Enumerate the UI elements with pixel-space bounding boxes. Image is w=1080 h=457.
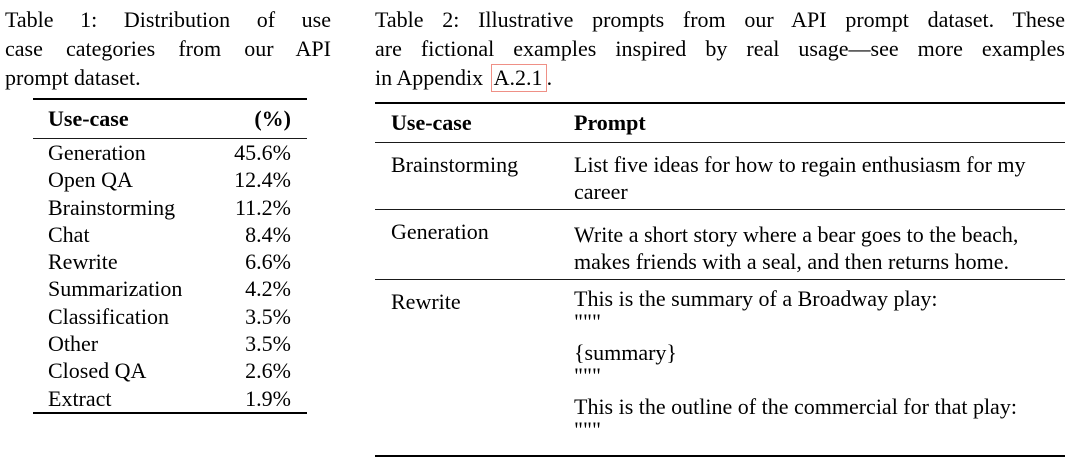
usecase-percent: 8.4%	[245, 221, 291, 247]
table-row: Brainstorming List five ideas for how to…	[375, 143, 1065, 209]
usecase-label: Brainstorming	[391, 152, 519, 177]
caption-text: in Appendix	[375, 65, 489, 90]
table1-caption-line: Table 1: Distribution of use	[5, 7, 331, 32]
table2-mid-rule	[375, 142, 1065, 143]
table1-bottom-rule	[33, 411, 307, 414]
table-row: Brainstorming 11.2%	[33, 194, 307, 221]
table2-top-rule	[375, 102, 1065, 104]
table2-header-prompt: Prompt	[574, 110, 646, 135]
usecase-percent: 11.2%	[234, 194, 291, 220]
table2-caption-line: Table 2: Illustrative prompts from our A…	[375, 7, 1065, 32]
caption-text: .	[546, 65, 553, 90]
table-row: Open QA 12.4%	[33, 166, 307, 193]
prompt-cell: This is the summary of a Broadway play: …	[574, 286, 1065, 442]
usecase-percent: 3.5%	[245, 303, 291, 329]
table2-header-row: Use-case Prompt	[375, 104, 1065, 142]
table2-block: Table 2: Illustrative prompts from our A…	[375, 5, 1065, 457]
prompt-cell: Write a short story where a bear goes to…	[574, 218, 1065, 275]
usecase-label: Generation	[391, 219, 489, 244]
usecase-percent: 4.2%	[245, 276, 291, 302]
table-row: Chat 8.4%	[33, 221, 307, 248]
prompt-text: This is the summary of a Broadway play: …	[574, 286, 938, 334]
table2-header-usecase: Use-case	[391, 110, 472, 135]
table1-header-row: Use-case (%)	[33, 100, 307, 138]
table2: Use-case Prompt Brainstorming List five …	[375, 102, 1065, 457]
table2-caption: Table 2: Illustrative prompts from our A…	[375, 5, 1065, 92]
usecase-label: Brainstorming	[48, 194, 176, 220]
table-row: Extract 1.9%	[33, 385, 307, 412]
usecase-percent: 1.9%	[245, 385, 291, 411]
table1-caption-line: case categories from our API	[5, 36, 331, 61]
table-row: Generation 45.6%	[33, 139, 307, 166]
table2-caption-line: are fictional examples inspired by real …	[375, 36, 1065, 61]
usecase-label: Classification	[48, 303, 169, 329]
usecase-percent: 2.6%	[245, 358, 291, 384]
table-row: Summarization 4.2%	[33, 275, 307, 302]
table1-top-rule	[33, 98, 307, 100]
usecase-percent: 3.5%	[245, 331, 291, 357]
usecase-percent: 12.4%	[234, 167, 291, 193]
usecase-label: Rewrite	[391, 289, 461, 314]
table1: Use-case (%) Generation 45.6% Open QA 12…	[33, 98, 307, 414]
table1-mid-rule	[33, 138, 307, 139]
table2-row-rule	[375, 279, 1065, 280]
prompt-text: This is the outline of the commercial fo…	[574, 394, 1017, 442]
usecase-label: Generation	[48, 140, 146, 165]
table-row: Other 3.5%	[33, 330, 307, 357]
table1-caption-line: prompt dataset.	[5, 65, 141, 90]
usecase-label: Other	[48, 331, 99, 357]
table-row: Rewrite This is the summary of a Broadwa…	[375, 280, 1065, 455]
usecase-label: Rewrite	[48, 249, 118, 275]
table-row: Generation Write a short story where a b…	[375, 210, 1065, 279]
table1-header-usecase: Use-case	[48, 106, 129, 131]
table1-block: Table 1: Distribution of use case catego…	[5, 5, 331, 414]
prompt-text: {summary} """	[574, 340, 677, 388]
prompt-text: List five ideas for how to regain enthus…	[574, 152, 1026, 204]
table-row: Rewrite 6.6%	[33, 248, 307, 275]
table1-header-percent: (%)	[254, 106, 291, 131]
table-row: Classification 3.5%	[33, 303, 307, 330]
table-row: Closed QA 2.6%	[33, 357, 307, 384]
prompt-text: Write a short story where a bear goes to…	[574, 222, 1019, 274]
prompt-cell: List five ideas for how to regain enthus…	[574, 151, 1065, 205]
appendix-link[interactable]: A.2.1	[490, 64, 547, 92]
usecase-label: Chat	[48, 221, 90, 247]
usecase-label: Open QA	[48, 167, 133, 193]
usecase-percent: 45.6%	[234, 140, 291, 165]
usecase-label: Extract	[48, 385, 112, 411]
table2-caption-line: in Appendix A.2.1.	[375, 63, 1065, 92]
usecase-label: Summarization	[48, 276, 183, 302]
usecase-percent: 6.6%	[245, 249, 291, 275]
usecase-label: Closed QA	[48, 358, 147, 384]
table2-row-rule	[375, 209, 1065, 210]
table1-caption: Table 1: Distribution of use case catego…	[5, 5, 331, 92]
